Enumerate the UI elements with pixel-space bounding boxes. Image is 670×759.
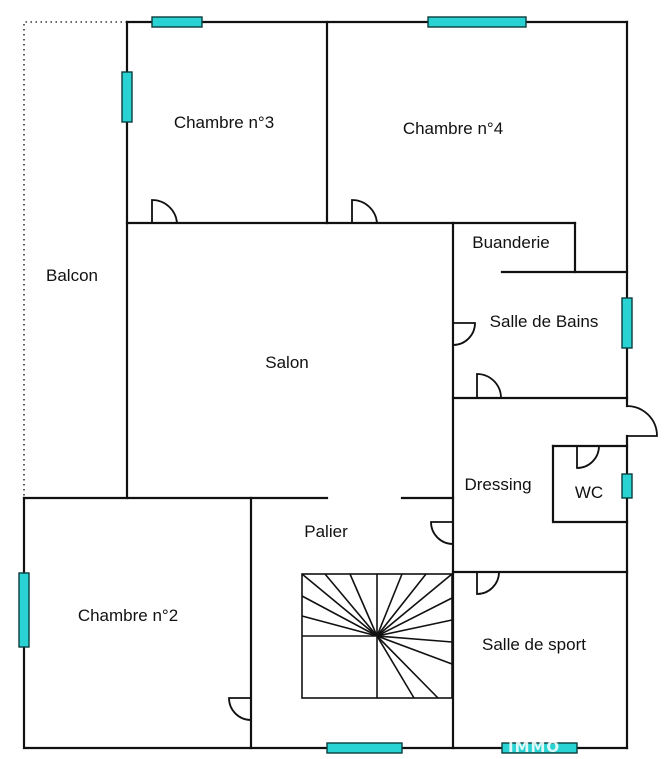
staircase [301,573,453,699]
door-chambre2 [228,697,252,721]
label-palier: Palier [304,522,348,541]
window-chambre3-left [121,71,133,123]
window-salle-de-bains [621,297,633,349]
door-wc [576,445,600,469]
label-chambre2: Chambre n°2 [78,606,178,625]
label-salle-de-bains: Salle de Bains [490,312,599,331]
window-chambre2 [18,572,30,648]
door-sport [476,571,500,595]
balcony-outline [23,21,127,498]
label-buanderie: Buanderie [472,233,550,252]
label-chambre3: Chambre n°3 [174,113,274,132]
door-bains-top [476,373,502,399]
door-dressing [430,521,454,545]
label-chambre4: Chambre n°4 [403,119,503,138]
room-labels: Chambre n°3 Chambre n°4 Buanderie Balcon… [46,113,603,654]
door-salle-de-bains [452,322,476,346]
window-sport-bottom [501,742,578,754]
windows [18,16,633,754]
label-balcon: Balcon [46,266,98,285]
label-salle-de-sport: Salle de sport [482,635,586,654]
label-wc: WC [575,483,603,502]
doors [151,199,658,721]
door-chambre3 [151,199,178,224]
door-entry-right [626,405,658,437]
label-salon: Salon [265,353,308,372]
label-dressing: Dressing [464,475,531,494]
window-chambre3-top [151,16,203,28]
window-palier-bottom [326,742,403,754]
window-chambre4-top [427,16,527,28]
door-chambre4 [351,199,378,224]
interior-walls [22,20,629,750]
watermark: IMMO [508,738,560,756]
window-wc [621,473,633,499]
